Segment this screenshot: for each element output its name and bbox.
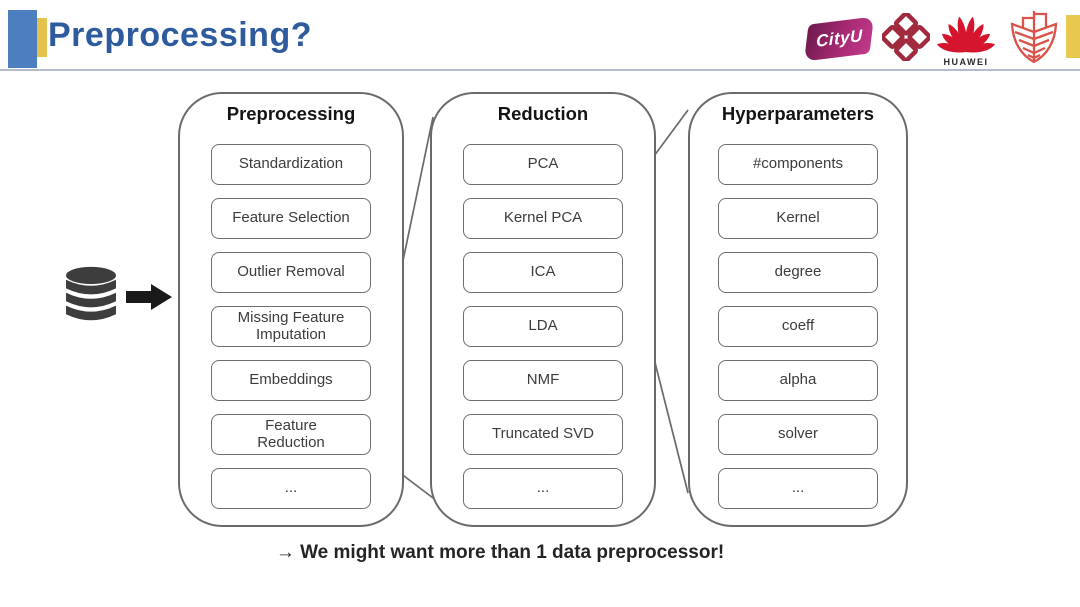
ship-icon (1010, 11, 1058, 64)
item-box: Feature Reduction (211, 414, 371, 455)
item-box: alpha (718, 360, 878, 401)
item-box: Feature Selection (211, 198, 371, 239)
header-divider (0, 69, 1080, 71)
footer-note: → We might want more than 1 data preproc… (275, 542, 725, 563)
page-title: Preprocessing? (48, 16, 312, 54)
huawei-flower-icon (937, 16, 995, 53)
right-edge-accent (1066, 15, 1080, 58)
polyu-knot-icon (880, 11, 932, 63)
item-box: degree (718, 252, 878, 293)
item-box: NMF (463, 360, 623, 401)
item-box: Truncated SVD (463, 414, 623, 455)
reduction-container: Reduction PCA Kernel PCA ICA LDA NMF Tru… (430, 92, 656, 527)
item-box: Kernel (718, 198, 878, 239)
header-accent-blue (8, 10, 37, 68)
item-box-ellipsis: ... (718, 468, 878, 509)
item-box: Kernel PCA (463, 198, 623, 239)
cityu-logo-label: CityU (815, 26, 863, 51)
column-title: Preprocessing (226, 103, 356, 124)
item-box: solver (718, 414, 878, 455)
item-box: Outlier Removal (211, 252, 371, 293)
item-box: coeff (718, 306, 878, 347)
header-accent-yellow (36, 18, 47, 57)
preprocessing-container: Preprocessing Standardization Feature Se… (178, 92, 404, 527)
item-box: LDA (463, 306, 623, 347)
column-title: Hyperparameters (721, 103, 875, 124)
item-box: PCA (463, 144, 623, 185)
ship-logo (1008, 8, 1060, 66)
item-box: ICA (463, 252, 623, 293)
item-box-ellipsis: ... (211, 468, 371, 509)
item-box-ellipsis: ... (463, 468, 623, 509)
item-box: Missing Feature Imputation (211, 306, 371, 347)
column-title: Reduction (497, 103, 589, 124)
huawei-logo: HUAWEI (936, 10, 996, 67)
polyu-logo (880, 11, 932, 63)
item-box: #components (718, 144, 878, 185)
item-box: Standardization (211, 144, 371, 185)
right-arrow-icon (126, 282, 173, 312)
cityu-logo: CityU (803, 16, 875, 62)
item-box: Embeddings (211, 360, 371, 401)
hyperparameters-container: Hyperparameters #components Kernel degre… (688, 92, 908, 527)
database-icon (62, 266, 120, 328)
huawei-logo-label: HUAWEI (943, 57, 989, 67)
